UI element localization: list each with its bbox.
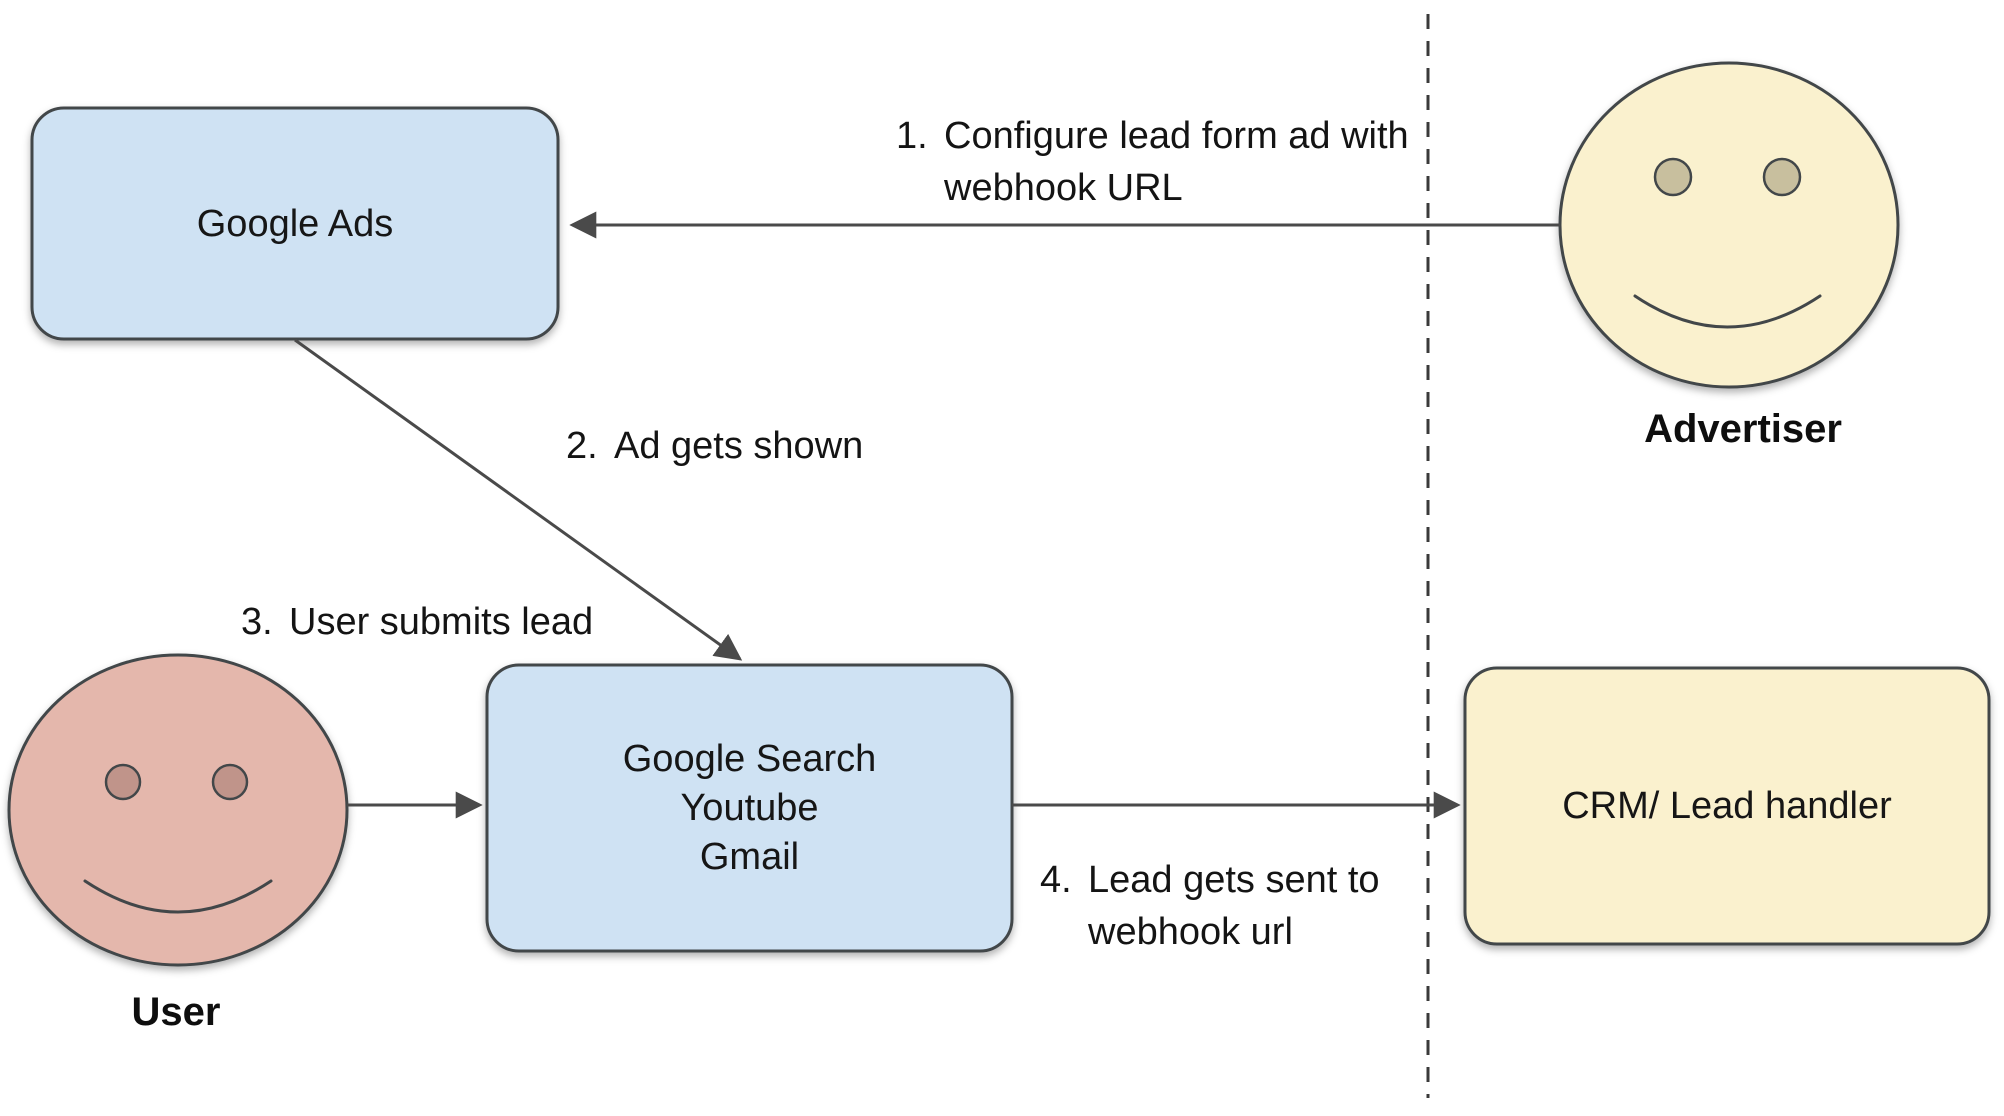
google-surfaces-node-shape [485,663,1014,953]
step-4-lines: Lead gets sent to webhook url [1088,854,1380,958]
step-1-line-1: Configure lead form ad with [944,115,1409,157]
step-2-lines: Ad gets shown [614,420,863,472]
advertiser-face-icon [1558,61,1900,389]
advertiser-head [1558,61,1900,389]
step-1-number: 1. [896,115,928,157]
user-smile [83,879,273,914]
step-4-label: 4. Lead gets sent to webhook url [1040,854,1380,958]
step-3-lines: User submits lead [289,596,593,648]
step-4-line-1: Lead gets sent to [1088,859,1380,901]
advertiser-right-eye [1762,157,1802,197]
step-1-label: 1. Configure lead form ad with webhook U… [896,110,1409,214]
user-face-icon [7,653,349,967]
step-1-lines: Configure lead form ad with webhook URL [944,110,1409,214]
step-4-line-2: webhook url [1088,911,1293,953]
advertiser-smile [1633,294,1822,329]
step-1-line-2: webhook URL [944,167,1183,209]
step-3-number: 3. [241,601,273,643]
crm-node-shape [1463,666,1991,946]
user-left-eye [104,763,142,801]
step-2-line-1: Ad gets shown [614,425,864,467]
user-right-eye [211,763,249,801]
step-2-label: 2. Ad gets shown [566,420,863,472]
step-2-number: 2. [566,425,598,467]
google-ads-node-shape [30,106,560,341]
user-head [7,653,349,967]
step-4-number: 4. [1040,859,1072,901]
arrow-google-ads-to-surfaces [294,338,743,661]
step-3-line-1: User submits lead [289,601,594,643]
step-3-label: 3. User submits lead [241,596,593,648]
advertiser-left-eye [1653,157,1693,197]
